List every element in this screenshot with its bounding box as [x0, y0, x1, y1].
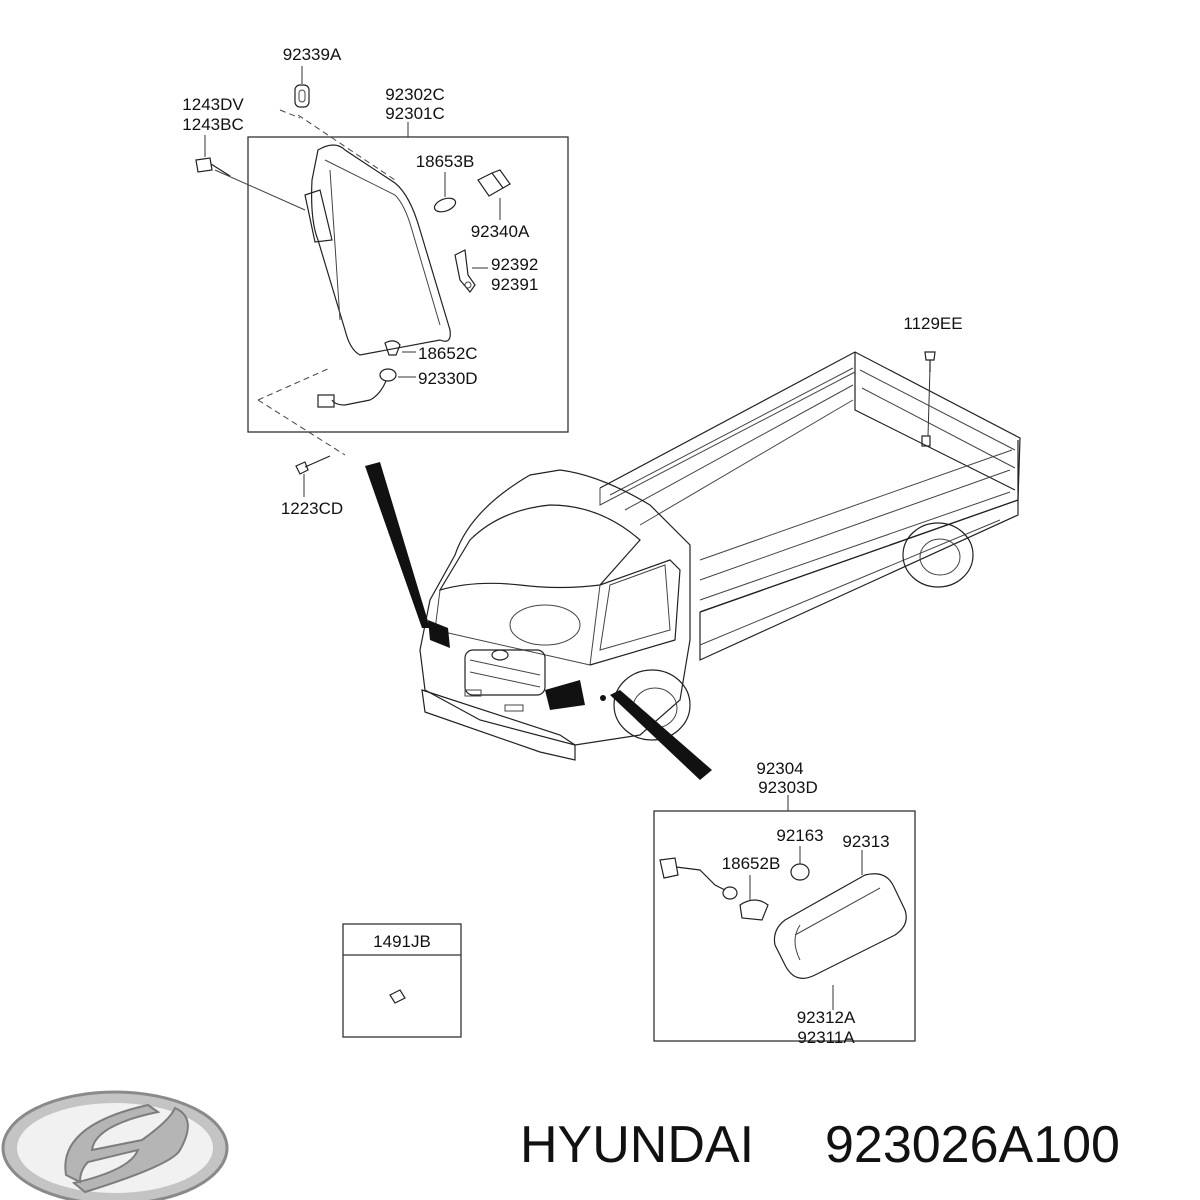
- side-marker-lamp-drawing: [659, 846, 907, 1010]
- socket-92340A-part: [477, 169, 511, 220]
- label-92313: 92313: [842, 832, 889, 851]
- label-92304: 92304: [756, 759, 803, 778]
- hyundai-logo: [1, 1090, 229, 1200]
- label-18652B: 18652B: [722, 854, 781, 873]
- rear-lamp-housing-drawing: [297, 114, 451, 356]
- label-92301C: 92301C: [385, 104, 445, 123]
- label-92330D: 92330D: [418, 369, 478, 388]
- bulb-18653B-part: [433, 172, 457, 213]
- label-92340A: 92340A: [471, 222, 530, 241]
- label-92311A: 92311A: [797, 1028, 855, 1047]
- side-marker-assembly-box: [653, 810, 916, 1042]
- label-92339A: 92339A: [283, 45, 342, 64]
- label-92392: 92392: [491, 255, 538, 274]
- label-18652C: 18652C: [418, 344, 478, 363]
- label-1243DV: 1243DV: [182, 95, 244, 114]
- clip-1491JB-box: [342, 923, 462, 1038]
- brand-name: HYUNDAI: [520, 1116, 754, 1174]
- label-1129EE: 1129EE: [903, 314, 962, 333]
- label-92302C: 92302C: [385, 85, 445, 104]
- label-1223CD: 1223CD: [281, 499, 343, 518]
- label-92303D: 92303D: [758, 778, 818, 797]
- screw-1243DV-part: [195, 135, 306, 211]
- grommet-92339A-part: [294, 66, 310, 108]
- label-1491JB: 1491JB: [373, 932, 431, 951]
- label-92391: 92391: [491, 275, 538, 294]
- bulb-18652C-part: [384, 340, 416, 356]
- label-92163: 92163: [776, 826, 823, 845]
- bracket-92392-part: [454, 249, 488, 293]
- label-92312A: 92312A: [797, 1008, 856, 1027]
- label-18653B: 18653B: [416, 152, 475, 171]
- wiring-92330D-part: [317, 368, 416, 408]
- truck-drawing: [365, 351, 1021, 780]
- label-1243BC: 1243BC: [182, 115, 243, 134]
- part-number: 923026A100: [825, 1116, 1120, 1174]
- screw-1223CD-part: [295, 455, 331, 497]
